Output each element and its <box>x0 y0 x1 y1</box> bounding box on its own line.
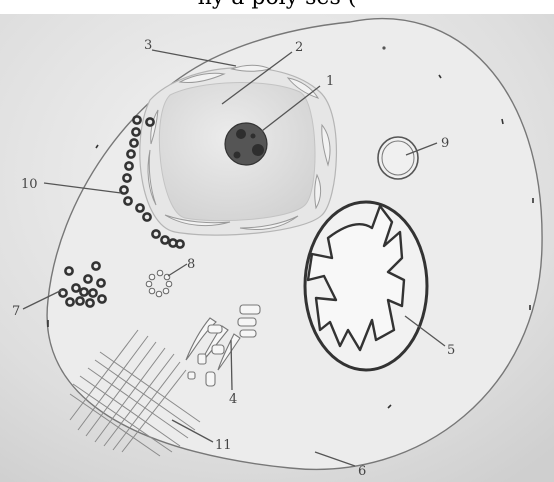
mitochondrion <box>305 202 427 370</box>
label-2: 2 <box>295 40 303 55</box>
label-6: 6 <box>358 464 366 479</box>
nucleolus <box>225 123 267 165</box>
label-3: 3 <box>144 38 152 53</box>
label-11: 11 <box>215 438 232 453</box>
label-7: 7 <box>12 304 20 319</box>
lysosome <box>378 137 418 179</box>
label-1: 1 <box>326 74 334 89</box>
label-10: 10 <box>21 177 38 192</box>
label-8: 8 <box>187 257 195 272</box>
label-4: 4 <box>229 392 237 407</box>
membrane-dot <box>382 46 385 49</box>
label-5: 5 <box>447 343 455 358</box>
label-9: 9 <box>441 136 449 151</box>
